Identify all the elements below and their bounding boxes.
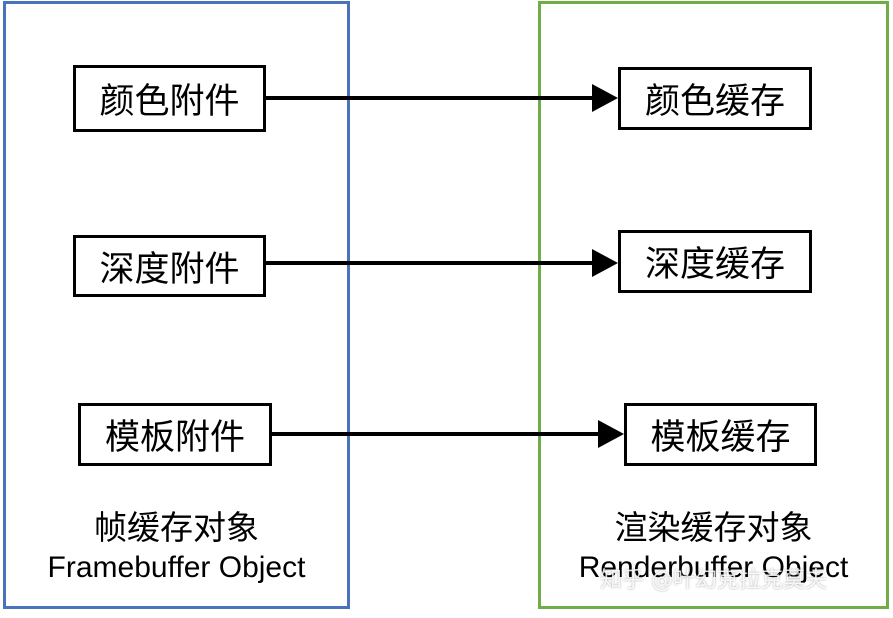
- depth-attachment-box: 深度附件: [73, 235, 266, 297]
- framebuffer-caption: 帧缓存对象 Framebuffer Object: [10, 508, 343, 588]
- color-attachment-box: 颜色附件: [73, 65, 266, 132]
- depth-buffer-box: 深度缓存: [618, 230, 812, 293]
- framebuffer-caption-zh: 帧缓存对象: [94, 508, 259, 547]
- renderbuffer-caption: 渲染缓存对象 Renderbuffer Object: [545, 508, 882, 588]
- watermark: 知乎 @叶幻克拉克莫夫: [600, 568, 827, 593]
- arrow-color: [265, 84, 618, 112]
- color-buffer-box: 颜色缓存: [618, 67, 812, 130]
- renderbuffer-object-group: [538, 1, 889, 609]
- stencil-attachment-box: 模板附件: [78, 403, 272, 466]
- renderbuffer-caption-en: Renderbuffer Object: [578, 551, 849, 584]
- renderbuffer-caption-zh: 渲染缓存对象: [614, 508, 813, 547]
- arrow-stencil: [271, 420, 624, 448]
- stencil-buffer-box: 模板缓存: [624, 403, 817, 466]
- arrow-depth: [265, 249, 618, 277]
- framebuffer-object-group: [3, 1, 350, 609]
- framebuffer-caption-en: Framebuffer Object: [47, 551, 306, 584]
